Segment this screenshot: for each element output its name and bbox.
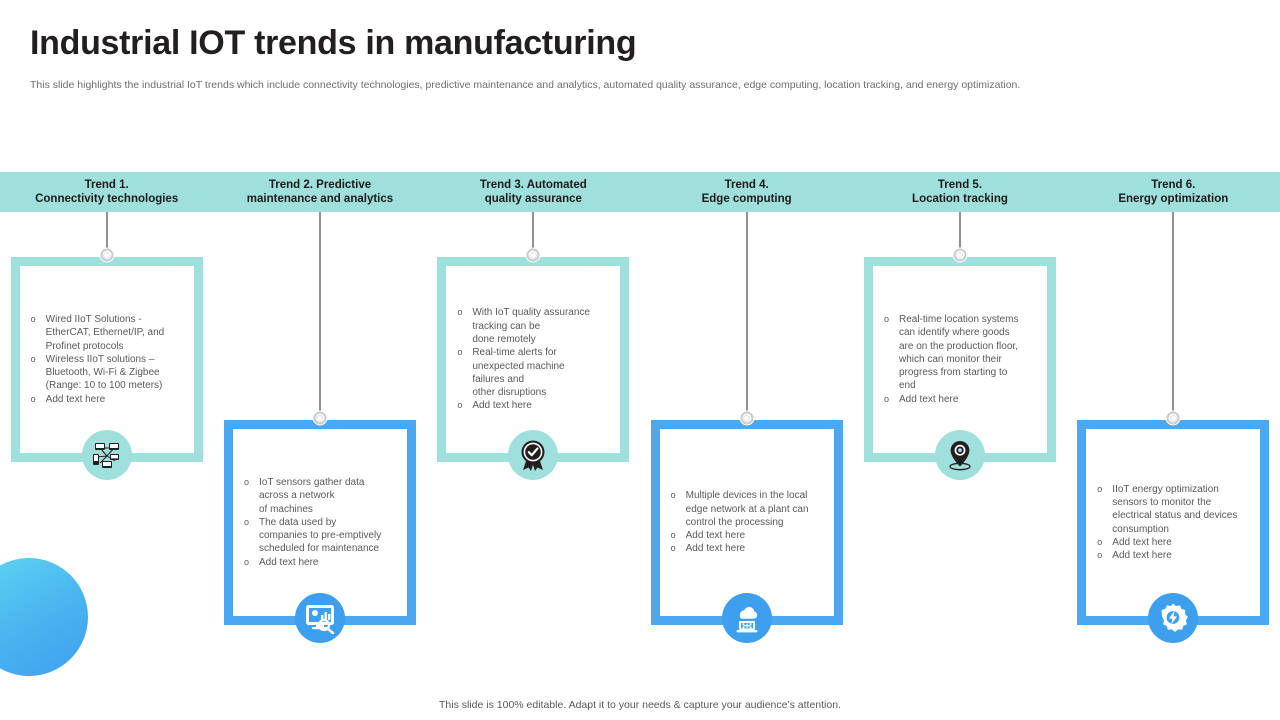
trend-column-1: Wired IIoT Solutions - EtherCAT, Etherne… [0,0,213,720]
list-item: Add text here [879,393,1042,406]
trend-header-5: Trend 5. Location tracking [853,172,1066,212]
connector-line-3 [532,212,534,255]
list-item: The data used by companies to pre-emptiv… [239,516,402,556]
trend-card-4[interactable]: Multiple devices in the local edge netwo… [650,420,843,643]
trend-header-5-line2: Location tracking [912,193,1008,205]
connector-node-6 [1166,411,1180,425]
analytics-monitor-icon [294,593,345,643]
list-item: Add text here [666,542,829,555]
page-title: Industrial IOT trends in manufacturing [30,24,637,62]
trend-header-3-line2: quality assurance [484,193,582,205]
bullet-list-2: IoT sensors gather data across a network… [239,476,402,569]
trend-card-body-3: With IoT quality assurance tracking can … [446,266,621,453]
trend-card-body-2: IoT sensors gather data across a network… [232,429,407,616]
connector-node-4 [740,411,754,425]
bullet-list-1: Wired IIoT Solutions - EtherCAT, Etherne… [26,313,189,406]
list-item: Wired IIoT Solutions - EtherCAT, Etherne… [26,313,189,353]
trend-header-band [0,172,1280,212]
trend-card-5[interactable]: Real-time location systems can identify … [863,257,1056,480]
list-item: Multiple devices in the local edge netwo… [666,489,829,529]
list-item: Add text here [26,393,189,406]
trend-card-1[interactable]: Wired IIoT Solutions - EtherCAT, Etherne… [10,257,203,480]
list-item: Add text here [1092,536,1255,549]
list-item: Real-time alerts for unexpected machine … [452,346,615,399]
trend-header-1-line1: Trend 1. [84,178,129,191]
trend-header-1: Trend 1. Connectivity technologies [0,172,213,212]
trend-header-6-line1: Trend 6. [1151,178,1196,191]
connector-line-4 [746,212,748,418]
trend-column-2: IoT sensors gather data across a network… [213,0,426,720]
list-item: IIoT energy optimization sensors to moni… [1092,483,1255,536]
trend-card-body-5: Real-time location systems can identify … [872,266,1047,453]
list-item: Add text here [239,556,402,569]
network-devices-icon [81,430,132,480]
trend-card-2[interactable]: IoT sensors gather data across a network… [223,420,416,643]
list-item: Add text here [666,529,829,542]
bullet-list-6: IIoT energy optimization sensors to moni… [1092,483,1255,563]
trend-header-3-line1: Trend 3. Automated [479,178,587,191]
trend-header-2-line2: maintenance and analytics [246,193,394,205]
connector-node-5 [953,248,967,262]
trend-header-3: Trend 3. Automated quality assurance [427,172,640,212]
trend-header-4: Trend 4. Edge computing [640,172,853,212]
list-item: IoT sensors gather data across a network… [239,476,402,516]
trend-header-2: Trend 2. Predictive maintenance and anal… [213,172,426,212]
trend-column-4: Multiple devices in the local edge netwo… [640,0,853,720]
trend-column-6: IIoT energy optimization sensors to moni… [1067,0,1280,720]
list-item: Add text here [1092,549,1255,562]
connector-node-2 [313,411,327,425]
trend-header-4-line2: Edge computing [701,193,792,205]
bullet-list-3: With IoT quality assurance tracking can … [452,306,615,412]
connector-line-5 [959,212,961,255]
trend-header-6: Trend 6. Energy optimization [1067,172,1280,212]
trend-card-body-6: IIoT energy optimization sensors to moni… [1086,429,1261,616]
trend-header-labels: Trend 1. Connectivity technologies Trend… [0,172,1280,212]
connector-line-1 [106,212,108,255]
trend-card-body-1: Wired IIoT Solutions - EtherCAT, Etherne… [19,266,194,453]
bullet-list-5: Real-time location systems can identify … [879,313,1042,406]
list-item: Real-time location systems can identify … [879,313,1042,393]
connector-node-1 [100,248,114,262]
quality-badge-icon [508,430,559,480]
trend-header-4-line1: Trend 4. [724,178,769,191]
trend-card-6[interactable]: IIoT energy optimization sensors to moni… [1077,420,1270,643]
list-item: With IoT quality assurance tracking can … [452,306,615,346]
connector-node-3 [526,248,540,262]
trend-header-5-line1: Trend 5. [937,178,983,191]
page-subtitle: This slide highlights the industrial IoT… [30,79,1021,91]
list-item: Add text here [452,399,615,412]
list-item: Wireless IIoT solutions – Bluetooth, Wi-… [26,353,189,393]
trend-column-5: Real-time location systems can identify … [853,0,1066,720]
trend-header-6-line2: Energy optimization [1118,193,1229,205]
trend-header-1-line2: Connectivity technologies [35,193,179,205]
footer-note: This slide is 100% editable. Adapt it to… [439,699,841,711]
trend-card-body-4: Multiple devices in the local edge netwo… [659,429,834,616]
bullet-list-4: Multiple devices in the local edge netwo… [666,489,829,556]
connector-line-2 [319,212,321,418]
trend-card-3[interactable]: With IoT quality assurance tracking can … [437,257,630,480]
trend-column-3: With IoT quality assurance tracking can … [427,0,640,720]
connector-line-6 [1172,212,1174,418]
gear-bolt-icon [1148,593,1199,643]
cloud-laptop-icon [721,593,772,643]
trend-header-2-line1: Trend 2. Predictive [268,178,372,191]
map-pin-icon [934,430,985,480]
